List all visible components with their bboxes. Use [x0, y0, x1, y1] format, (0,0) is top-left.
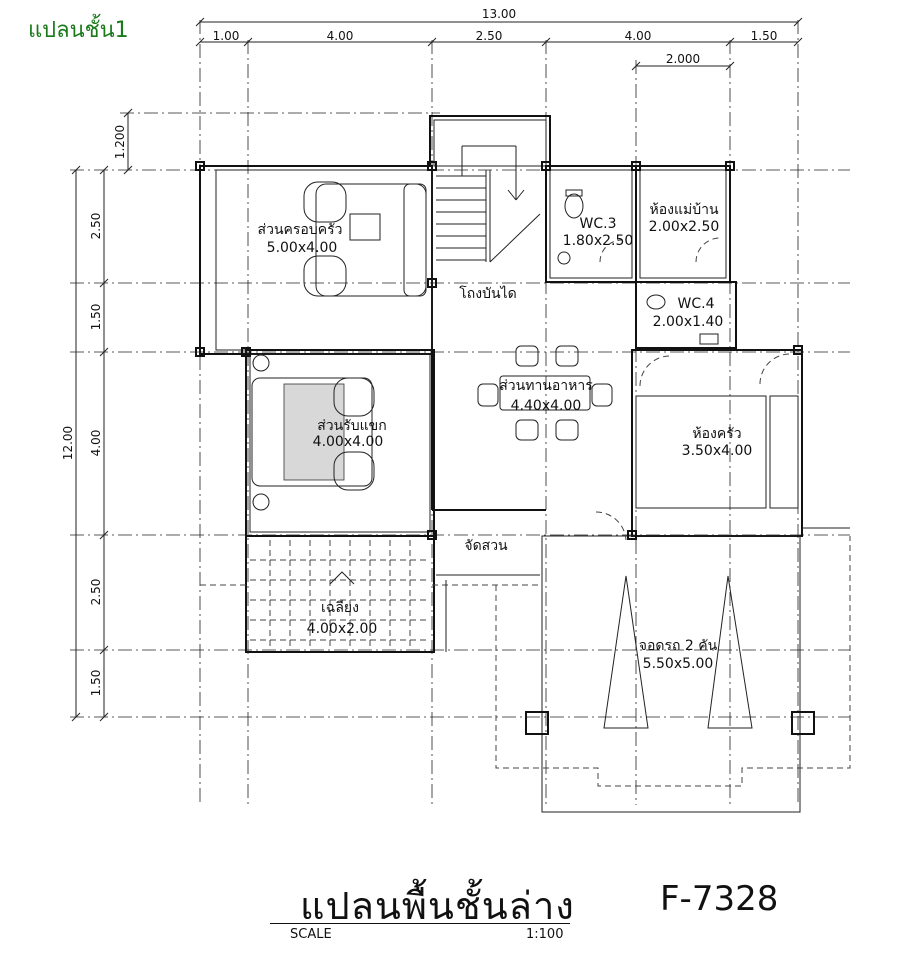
room-garden-name: จัดสวน	[464, 538, 508, 554]
dim-top-seg-2: 4.00	[327, 29, 354, 43]
family-sofa-set	[303, 181, 427, 297]
dim-left-offset: 1.200	[113, 125, 127, 159]
car-outlines	[603, 575, 753, 729]
room-family-name: ส่วนครอบครัว	[258, 222, 343, 238]
dim-left-seg-3: 4.00	[89, 430, 103, 457]
room-family-size: 5.00x4.00	[267, 240, 338, 256]
dim-left-seg-5: 1.50	[89, 670, 103, 697]
room-terrace-size: 4.00x2.00	[307, 621, 378, 637]
dim-top-seg-4: 4.00	[625, 29, 652, 43]
title-block: แปลนพื้นชั้นล่าง F-7328 SCALE 1:100	[270, 875, 810, 945]
title-underline	[270, 923, 570, 924]
left-dimension-chain: 12.00 2.50 1.50 4.00 2.50 1.50 1.200	[61, 108, 133, 722]
room-garage-size: 5.50x5.00	[643, 656, 714, 672]
floor-plan-drawing: 13.00 1.00 4.00 2.50 4.00 1.50 2.000 12.…	[61, 7, 851, 813]
room-wc4-name: WC.4	[678, 296, 715, 312]
dim-top-sub: 2.000	[666, 52, 700, 66]
walls	[195, 115, 851, 813]
dim-left-total: 12.00	[61, 426, 75, 460]
room-kitchen-size: 3.50x4.00	[682, 443, 753, 459]
room-wc4-size: 2.00x1.40	[653, 314, 724, 330]
top-dimension-chain: 13.00 1.00 4.00 2.50 4.00 1.50 2.000	[195, 7, 803, 71]
room-maid-name: ห้องแม่บ้าน	[649, 202, 718, 218]
dim-left-seg-2: 1.50	[89, 304, 103, 331]
dim-top-total: 13.00	[482, 7, 516, 21]
room-dining-name: ส่วนทานอาหาร	[499, 378, 593, 394]
room-maid-size: 2.00x2.50	[649, 219, 720, 235]
room-terrace-name: เฉลียง	[321, 600, 359, 616]
dim-top-seg-3: 2.50	[476, 29, 503, 43]
room-garage-name: จอดรถ 2 คัน	[639, 638, 718, 654]
dim-top-seg-1: 1.00	[213, 29, 240, 43]
room-labels: ส่วนครอบครัว 5.00x4.00 WC.3 1.80x2.50 ห้…	[258, 202, 753, 672]
room-wc3-name: WC.3	[580, 216, 617, 232]
room-kitchen-name: ห้องครัว	[692, 426, 741, 442]
plan-title: แปลนพื้นชั้นล่าง	[300, 884, 575, 928]
plan-code: F-7328	[660, 879, 779, 919]
dim-left-seg-1: 2.50	[89, 213, 103, 240]
corner-label: แปลนชั้น1	[28, 18, 129, 43]
dim-top-seg-5: 1.50	[751, 29, 778, 43]
room-living-name: ส่วนรับแขก	[317, 418, 386, 434]
room-living-size: 4.00x4.00	[313, 434, 384, 450]
dim-left-seg-4: 2.50	[89, 579, 103, 606]
scale-value: 1:100	[526, 927, 564, 942]
room-wc3-size: 1.80x2.50	[563, 233, 634, 249]
room-dining-size: 4.40x4.00	[511, 398, 582, 414]
grid-lines	[70, 20, 850, 805]
dining-table	[477, 345, 613, 441]
bathroom-fixtures	[557, 189, 791, 541]
terrace-tiles	[250, 540, 430, 650]
room-stair-hall-name: โถงบันได	[459, 285, 516, 302]
living-room-furniture	[251, 354, 375, 511]
scale-label: SCALE	[290, 927, 332, 942]
staircase	[436, 145, 541, 263]
